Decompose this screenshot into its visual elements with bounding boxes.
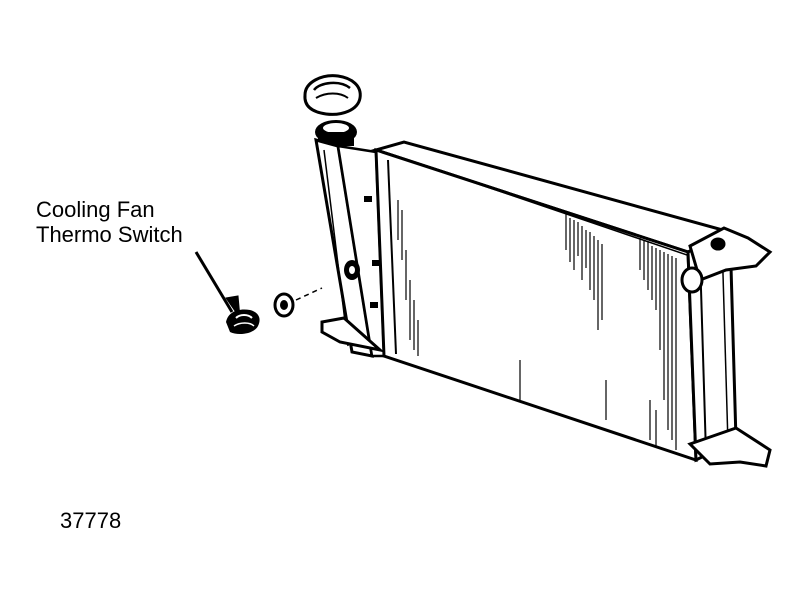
- thermo-switch-part: [226, 309, 260, 334]
- tank-bolts: [364, 196, 380, 308]
- core-fin-hatching: [397, 200, 677, 450]
- sealing-washer: [273, 292, 295, 318]
- left-mount-bracket: [320, 316, 386, 353]
- upper-right-bracket: [680, 226, 773, 294]
- callout-label-line2: Thermo Switch: [36, 222, 183, 247]
- alignment-line: [295, 287, 323, 301]
- figure-number: 37778: [60, 508, 122, 533]
- radiator-cap: [303, 74, 362, 116]
- radiator-core: [370, 140, 735, 463]
- lower-right-bracket: [687, 426, 772, 468]
- tank-fitting: [344, 260, 360, 280]
- callout-arrow: [194, 251, 241, 320]
- callout-label-line1: Cooling Fan: [36, 197, 155, 222]
